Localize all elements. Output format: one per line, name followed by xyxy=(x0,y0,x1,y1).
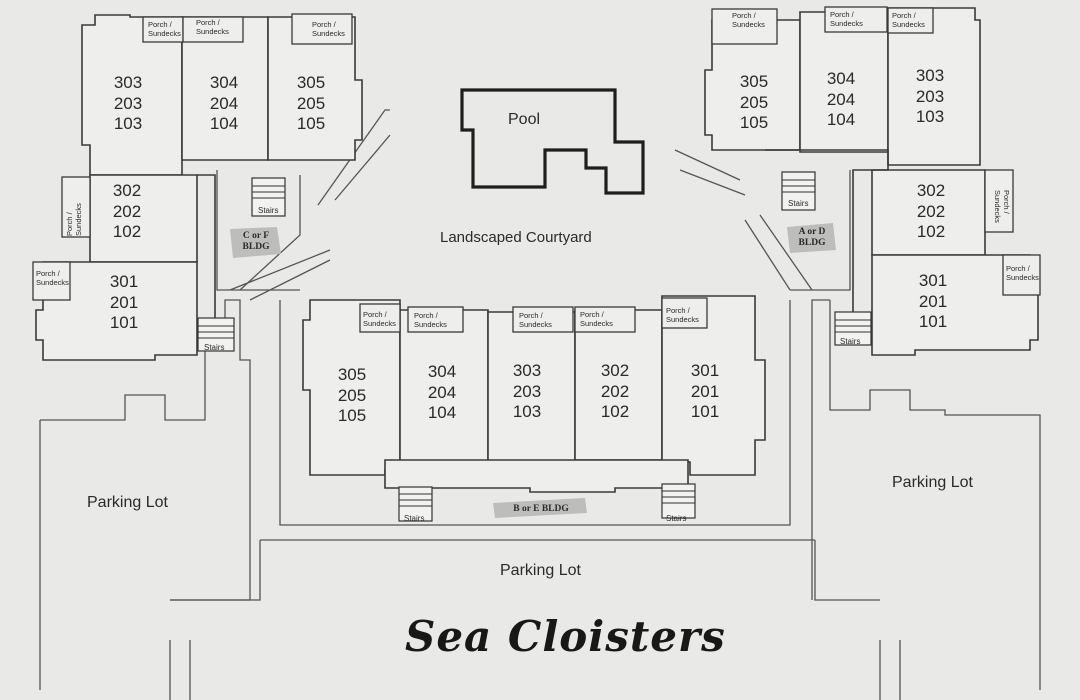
right-porch-304 xyxy=(824,6,888,33)
left-bldg-tag-bg xyxy=(230,227,281,258)
left-porch-304-label: Porch /Sundecks xyxy=(196,18,229,36)
center-porch-302-label: Porch /Sundecks xyxy=(580,310,613,328)
center-porch-304 xyxy=(407,306,464,333)
left-building-shapes xyxy=(32,13,363,361)
center-porch-305 xyxy=(359,303,401,333)
center-porch-305-label: Porch /Sundecks xyxy=(363,310,396,328)
left-unit-301-outline xyxy=(35,261,198,361)
center-porch-303-label: Porch /Sundecks xyxy=(519,311,552,329)
center-stairs-left xyxy=(398,486,433,522)
left-porch-303-label: Porch /Sundecks xyxy=(148,20,181,38)
center-stairs-left-label: Stairs xyxy=(404,514,425,523)
right-porch-305-label: Porch /Sundecks xyxy=(732,11,765,29)
left-porch-305-label: Porch /Sundecks xyxy=(312,20,345,38)
grounds-lines xyxy=(39,109,1041,700)
right-porch-305 xyxy=(711,8,778,45)
right-stairs-lower-label: Stairs xyxy=(840,337,861,346)
left-porch-302-label: Porch /Sundecks xyxy=(65,203,83,236)
right-porch-303 xyxy=(887,7,934,34)
pool-label: Pool xyxy=(508,111,541,128)
left-unit-305-outline xyxy=(267,16,363,161)
right-porch-301 xyxy=(1002,254,1041,296)
right-porch-302-label: Porch /Sundecks xyxy=(993,190,1012,223)
center-bldg-tag-bg xyxy=(493,498,587,518)
right-stairs-upper xyxy=(781,171,816,211)
map-title: Sea Cloisters xyxy=(405,612,726,661)
left-stairs-upper-label: Stairs xyxy=(258,206,279,215)
left-stairs-upper xyxy=(251,177,286,217)
center-stairs-right xyxy=(661,483,696,519)
right-porch-301-label: Porch /Sundecks xyxy=(1006,264,1039,282)
center-bldg-tag: B or E BLDG xyxy=(513,504,569,514)
right-building-shapes xyxy=(704,6,1041,356)
stair-treads xyxy=(198,179,871,507)
left-porch-305 xyxy=(291,13,353,45)
parking-lot-center-label: Parking Lot xyxy=(500,562,581,579)
left-porch-301-label: Porch /Sundecks xyxy=(36,269,69,287)
right-porch-303-label: Porch /Sundecks xyxy=(892,11,925,29)
left-porch-304 xyxy=(182,16,244,43)
center-porch-302 xyxy=(574,306,636,333)
right-stairs-lower xyxy=(834,311,872,346)
parking-lot-left-label: Parking Lot xyxy=(87,494,168,511)
courtyard-label: Landscaped Courtyard xyxy=(440,229,592,246)
center-corridor xyxy=(384,459,689,493)
parking-lot-right-label: Parking Lot xyxy=(892,474,973,491)
pool-outline xyxy=(460,88,645,195)
center-porch-301-label: Porch /Sundecks xyxy=(666,306,699,324)
left-stairs-lower xyxy=(197,317,235,352)
left-porch-302 xyxy=(61,176,91,238)
right-porch-302 xyxy=(984,169,1014,233)
center-stairs-right-label: Stairs xyxy=(666,514,687,523)
right-stairs-upper-label: Stairs xyxy=(788,199,809,208)
center-porch-304-label: Porch /Sundecks xyxy=(414,311,447,329)
right-porch-304-label: Porch /Sundecks xyxy=(830,10,863,28)
center-porch-301 xyxy=(661,297,708,329)
left-stairs-lower-label: Stairs xyxy=(204,343,225,352)
right-bldg-tag-bg xyxy=(787,223,836,253)
left-porch-301 xyxy=(32,261,71,301)
center-building-shapes xyxy=(302,295,766,522)
center-porch-303 xyxy=(512,306,574,333)
